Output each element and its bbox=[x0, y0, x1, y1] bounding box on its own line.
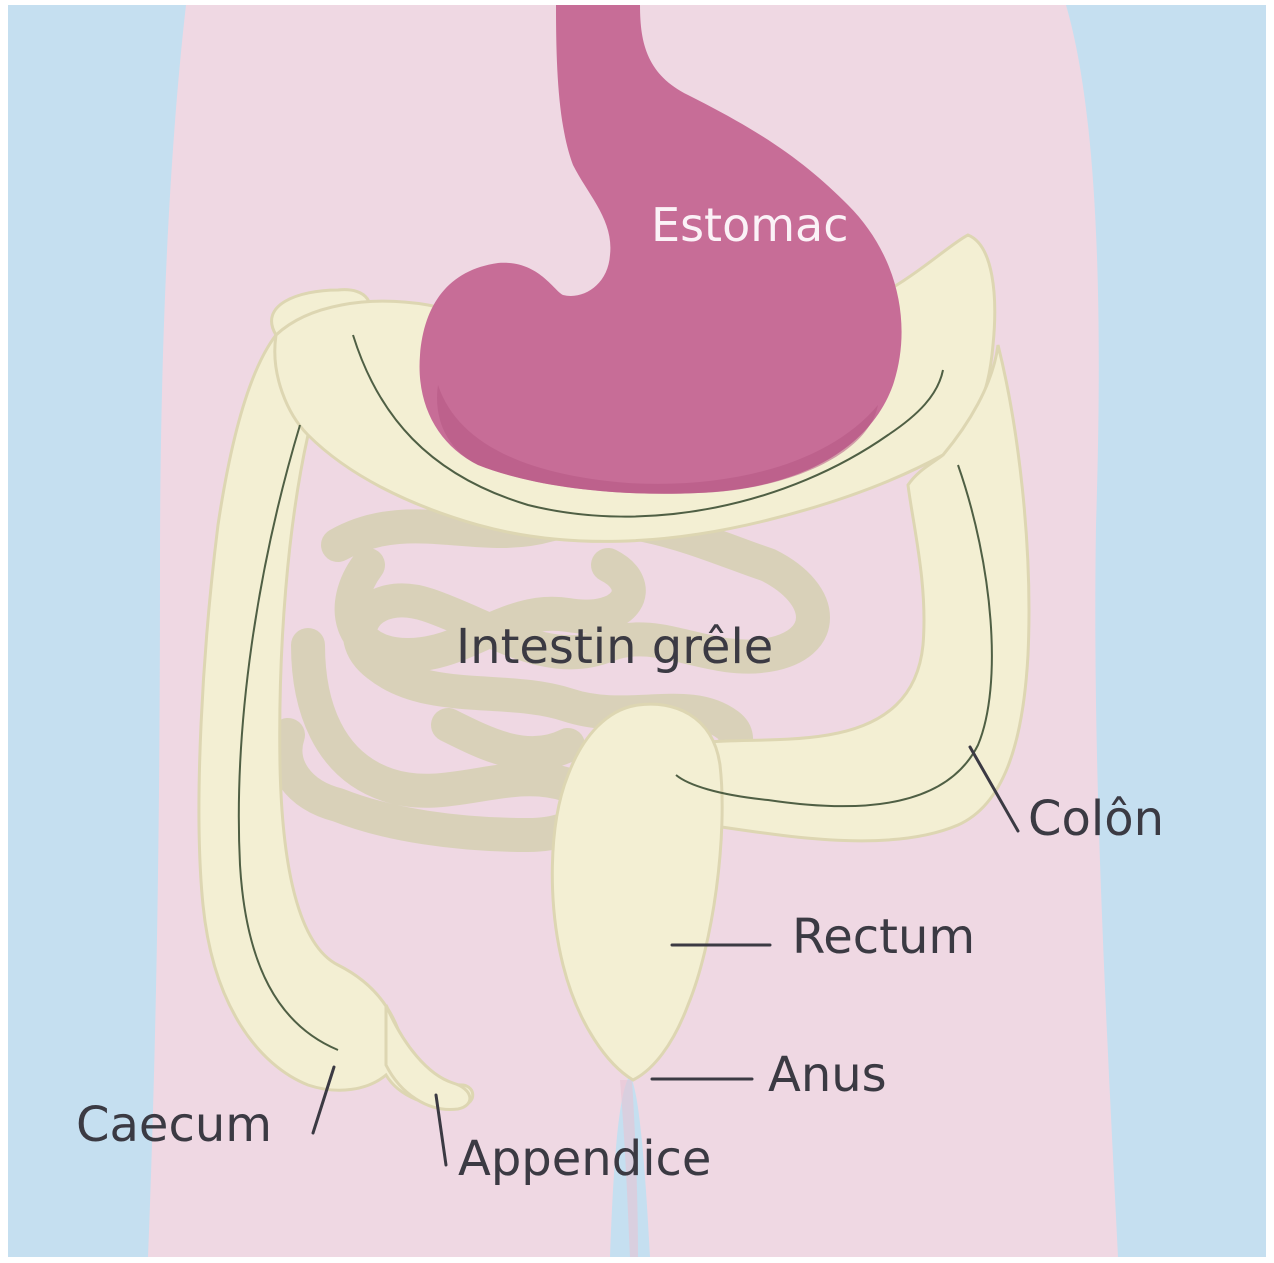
anatomy-illustration-frame: Estomac Intestin grêle Colôn Rectum Anus… bbox=[8, 5, 1266, 1257]
label-stomach: Estomac bbox=[651, 198, 849, 252]
label-colon: Colôn bbox=[1028, 791, 1164, 847]
label-anus: Anus bbox=[768, 1047, 887, 1103]
label-small-intestine: Intestin grêle bbox=[456, 619, 773, 675]
label-caecum: Caecum bbox=[76, 1097, 272, 1153]
label-appendix: Appendice bbox=[458, 1131, 711, 1187]
digestive-system-diagram: Estomac Intestin grêle Colôn Rectum Anus… bbox=[8, 5, 1266, 1257]
label-rectum: Rectum bbox=[792, 909, 975, 965]
